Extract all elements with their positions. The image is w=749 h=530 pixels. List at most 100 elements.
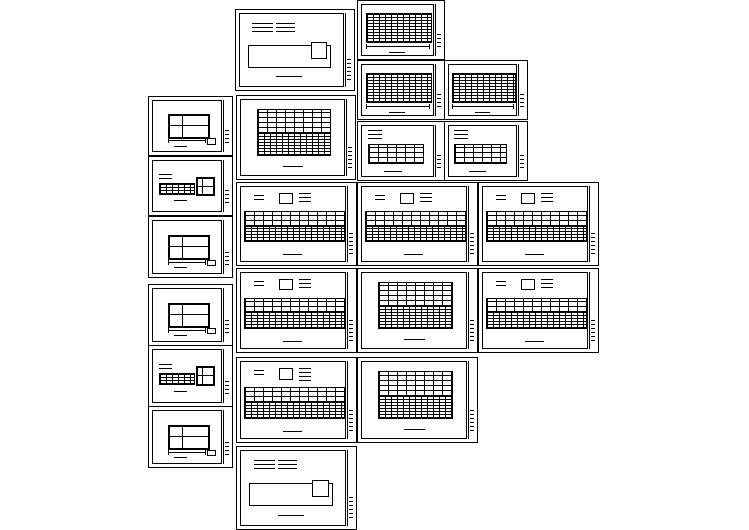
sheet-border [482, 186, 588, 262]
sheet-border [152, 349, 222, 403]
notes-text [158, 174, 173, 180]
riser-diagram [248, 45, 332, 68]
notes-text [298, 279, 312, 292]
drawing-sheet[interactable] [236, 357, 357, 443]
floor-plan [168, 424, 211, 451]
drawing-sheet[interactable] [236, 446, 357, 530]
riser-diagram [249, 482, 334, 507]
distribution-schedule-table [486, 225, 587, 243]
drawing-sheet[interactable] [148, 96, 233, 156]
title-block [223, 220, 229, 274]
elevation-view [158, 372, 196, 386]
section-view [195, 176, 215, 197]
drawing-sheet[interactable] [236, 268, 357, 353]
dimension-line [365, 43, 431, 49]
panel-diagram [377, 282, 454, 308]
sheet-border [361, 64, 434, 116]
notes-text [540, 193, 554, 206]
panel-schedule-table [256, 132, 332, 156]
drawing-sheet[interactable] [236, 95, 356, 180]
drawing-title-underline [173, 390, 188, 392]
main-panel [312, 479, 330, 498]
drawing-sheet[interactable] [357, 182, 478, 266]
sheet-border [152, 160, 222, 212]
notes-text [374, 194, 386, 201]
title-block [435, 4, 441, 56]
dimension-line [365, 103, 431, 109]
sheet-border [152, 288, 222, 342]
drawing-sheet[interactable] [357, 121, 445, 181]
drawing-sheet[interactable] [357, 268, 478, 353]
dimension-line [168, 138, 207, 143]
sheet-border [361, 186, 467, 262]
drawing-sheet[interactable] [478, 268, 599, 353]
sheet-border [448, 64, 517, 116]
section-view [195, 366, 215, 387]
drawing-sheet[interactable] [235, 9, 355, 91]
legend-box [278, 279, 294, 291]
legend-box [520, 193, 536, 205]
sheet-border [240, 450, 346, 526]
drawing-sheet[interactable] [148, 216, 233, 278]
title-block [223, 410, 229, 464]
title-block [518, 125, 524, 177]
drawing-sheet[interactable] [444, 121, 528, 181]
notes-text [495, 194, 507, 201]
riser-diagram [367, 144, 424, 165]
floor-plan [168, 234, 211, 261]
sheet-border [482, 272, 588, 349]
notes-text [253, 280, 265, 287]
drawing-sheet[interactable] [357, 0, 445, 60]
title-block [347, 450, 353, 526]
legend-box [278, 193, 294, 205]
detail-box [206, 138, 216, 145]
drawing-sheet[interactable] [148, 406, 233, 468]
notes-text [253, 460, 275, 473]
drawing-sheet[interactable] [357, 357, 478, 443]
drawing-sheet[interactable] [444, 60, 528, 120]
sheet-border [361, 361, 467, 439]
drawing-title-underline [173, 335, 188, 337]
drawing-title-underline [283, 253, 302, 255]
title-block [518, 64, 524, 116]
title-block [589, 272, 595, 349]
detail-box [206, 449, 216, 457]
drawing-title-underline [283, 430, 302, 432]
distribution-schedule-table [365, 225, 466, 243]
drawing-sheet[interactable] [148, 156, 233, 216]
title-block [223, 288, 229, 342]
drawing-title-underline [469, 170, 487, 172]
drawing-title-underline [404, 429, 425, 431]
sheet-border [240, 361, 346, 439]
drawing-sheet[interactable] [148, 345, 233, 407]
notes-text [298, 368, 312, 381]
notes-text [540, 279, 554, 292]
title-block [346, 99, 352, 176]
panel-diagram [256, 109, 332, 135]
sheet-border [361, 272, 467, 349]
title-block [347, 361, 353, 439]
drawing-title-underline [404, 253, 423, 255]
elevation-view [158, 182, 196, 196]
panel-schedule-table [377, 394, 454, 419]
notes-text [253, 369, 265, 377]
notes-text [277, 460, 297, 470]
notes-text [454, 130, 469, 140]
notes-text [367, 130, 383, 140]
dimension-line [452, 103, 514, 109]
drawing-sheet[interactable] [236, 182, 357, 266]
drawing-title-underline [173, 200, 188, 201]
notes-text [276, 22, 296, 32]
sheet-border [240, 186, 346, 262]
drawing-sheet[interactable] [357, 60, 445, 120]
panel-schedule-table [377, 305, 454, 329]
drawing-sheet[interactable] [478, 182, 599, 266]
drawing-sheet[interactable] [148, 284, 233, 346]
notes-text [253, 194, 265, 201]
legend-box [278, 368, 294, 380]
building-elevation [365, 12, 433, 44]
drawing-title-underline [389, 51, 406, 53]
distribution-schedule-table [244, 311, 345, 329]
distribution-schedule-table [244, 401, 345, 419]
drawing-title-underline [277, 514, 304, 516]
